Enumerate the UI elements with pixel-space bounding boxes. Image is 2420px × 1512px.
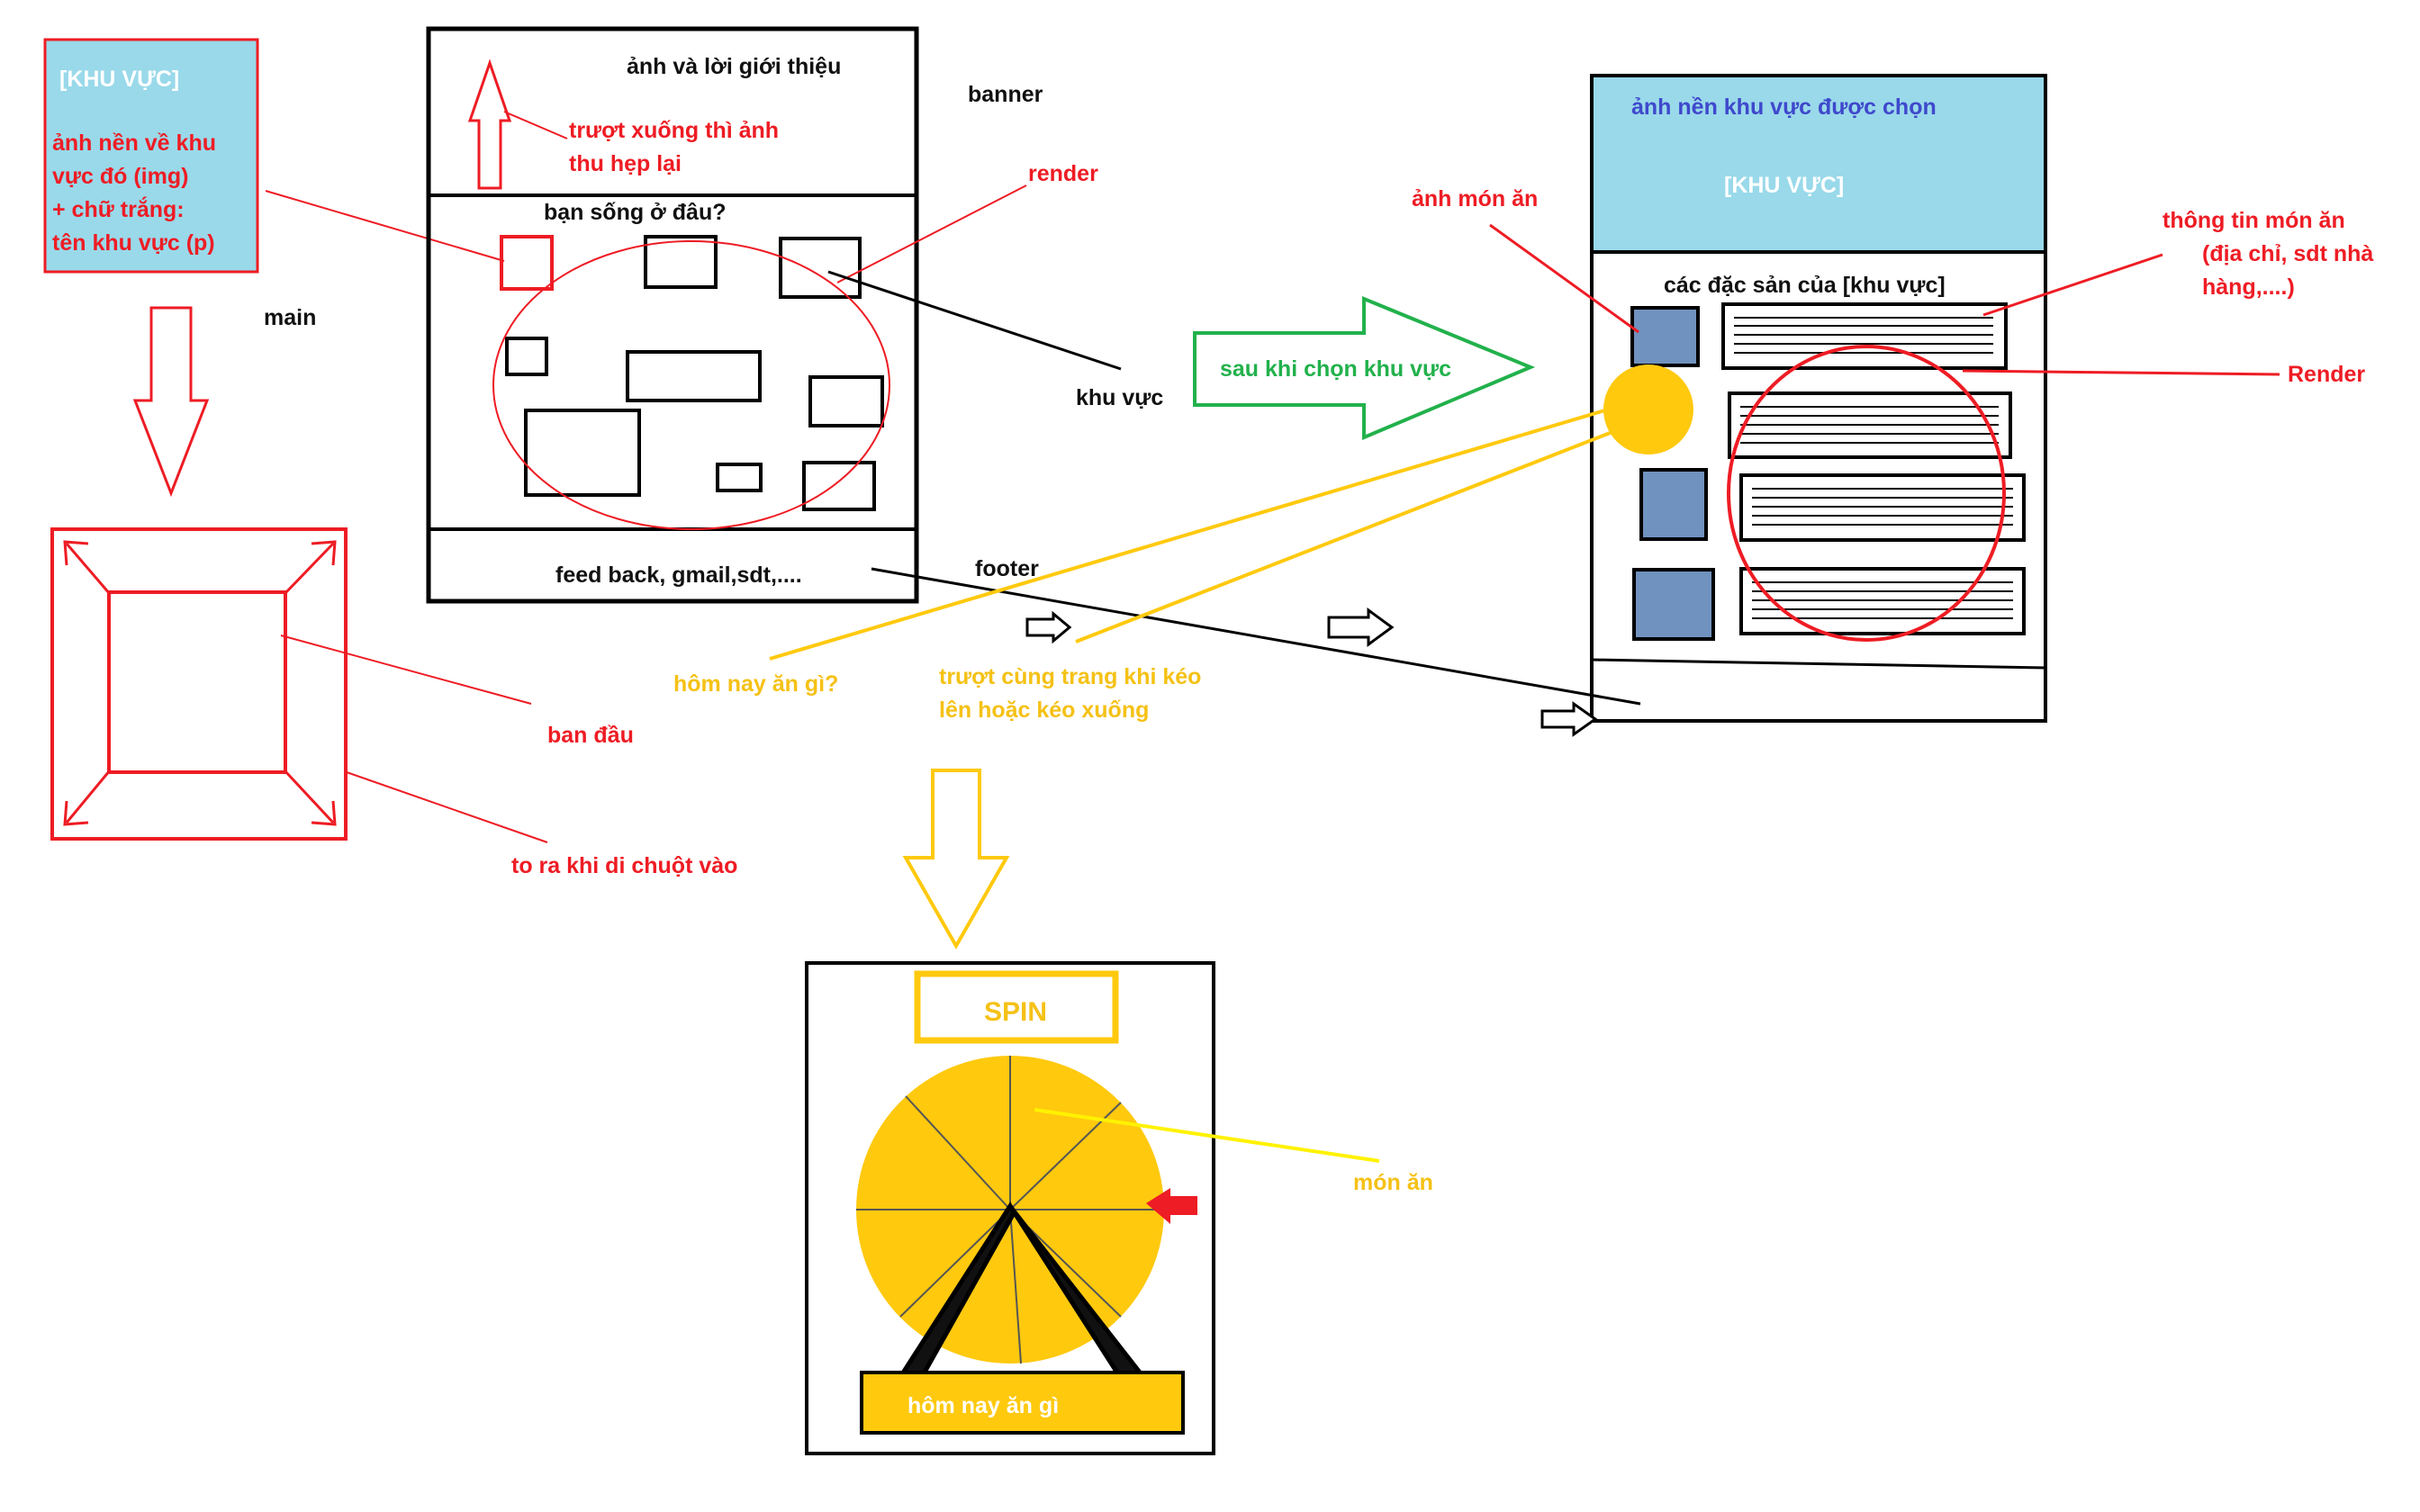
region-card-note: [KHU VỰC] ảnh nền về khu vực đó (img) + … xyxy=(43,38,259,274)
food-info-box xyxy=(1739,567,2026,635)
specialties-title: các đặc sản của [khu vực] xyxy=(1664,273,1946,298)
initial-connector xyxy=(280,634,532,705)
info-lines xyxy=(1734,317,1993,354)
region-box[interactable] xyxy=(505,337,548,376)
dish-connector xyxy=(1034,1108,1380,1163)
region-card-title: [KHU VỰC] xyxy=(59,67,179,92)
food-info-line1: thông tin món ăn xyxy=(2163,208,2345,233)
scroll-arrow-icon xyxy=(1025,610,1072,644)
render-ellipse xyxy=(492,240,890,530)
region-card-line3: + chữ trắng: xyxy=(52,195,185,222)
region-page-wireframe: ảnh nền khu vực được chọn [KHU VỰC] các … xyxy=(1590,74,2047,723)
spin-button[interactable] xyxy=(914,970,1119,1044)
spin-base-label: hôm nay ăn gì xyxy=(908,1393,1059,1418)
grow-connector xyxy=(346,771,548,843)
food-info-connector xyxy=(1982,253,2163,317)
note-connector xyxy=(265,190,505,262)
expand-arrow-br-icon xyxy=(283,769,335,824)
scroll-up-arrow-icon xyxy=(467,58,512,190)
floating-connector xyxy=(769,408,1609,661)
region-card-line1: ảnh nền về khu xyxy=(52,130,216,156)
scroll-note-connector xyxy=(503,111,568,140)
food-image-connector xyxy=(1489,223,1639,334)
floating-button[interactable] xyxy=(1603,364,1693,454)
expand-arrow-tl-icon xyxy=(65,543,112,595)
hover-inner-box xyxy=(107,590,287,774)
food-image xyxy=(1632,568,1715,641)
info-lines xyxy=(1740,406,1999,444)
food-image-label: ảnh món ăn xyxy=(1412,186,1538,212)
expand-arrow-tr-icon xyxy=(283,542,335,596)
food-info-box xyxy=(1728,392,2012,459)
food-info-line3: hàng,....) xyxy=(2202,274,2295,300)
floating-button-label: hôm nay ăn gì? xyxy=(673,671,838,697)
region-banner xyxy=(1592,76,2045,252)
section-title-where: bạn sống ở đâu? xyxy=(544,200,727,225)
home-page-wireframe: ảnh và lời giới thiệu trượt xuống thì ản… xyxy=(426,26,919,604)
region-box[interactable] xyxy=(524,409,641,497)
hover-grow-demo xyxy=(50,527,348,841)
region-render-connector xyxy=(1962,369,2280,376)
region-card-line2: vực đó (img) xyxy=(52,164,188,189)
food-info-box xyxy=(1739,473,2026,542)
food-info-box xyxy=(1721,302,2008,370)
hover-outer-box xyxy=(50,527,348,841)
region-connector xyxy=(827,270,1122,371)
spin-page-wireframe: SPIN hôm nay ăn gì xyxy=(805,961,1215,1455)
region-frame xyxy=(1590,74,2047,723)
wheel-pointer-icon xyxy=(1146,1188,1197,1224)
region-label: khu vực xyxy=(1076,385,1163,410)
info-lines xyxy=(1752,488,2013,526)
region-render-label: Render xyxy=(2288,362,2365,387)
scroll-note-line1: trượt xuống thì ảnh xyxy=(569,118,779,143)
banner-text: ảnh và lời giới thiệu xyxy=(627,54,841,79)
region-box-highlighted[interactable] xyxy=(500,235,554,291)
main-label: main xyxy=(264,305,316,330)
food-image xyxy=(1630,306,1700,367)
region-box[interactable] xyxy=(716,463,763,492)
initial-state-label: ban đầu xyxy=(547,723,634,748)
region-banner-line2: [KHU VỰC] xyxy=(1724,173,1844,198)
spin-button-label: SPIN xyxy=(984,997,1047,1027)
down-arrow-red-icon xyxy=(132,306,210,498)
scroll-arrow-icon xyxy=(1327,608,1395,647)
region-box[interactable] xyxy=(644,235,718,289)
footer-text: feed back, gmail,sdt,.... xyxy=(555,562,802,588)
expand-arrow-bl-icon xyxy=(65,770,112,824)
region-banner-line1: ảnh nền khu vực được chọn xyxy=(1631,94,1937,120)
food-info-line2: (địa chỉ, sdt nhà xyxy=(2202,241,2373,266)
food-image xyxy=(1639,468,1708,541)
home-frame xyxy=(426,26,919,604)
down-arrow-yellow-icon xyxy=(902,769,1010,950)
green-arrow-icon xyxy=(1193,296,1536,441)
transition-arrow: sau khi chọn khu vực xyxy=(1193,296,1536,441)
scroll-note-line2: thu hẹp lại xyxy=(569,151,682,176)
hover-grow-label: to ra khi di chuột vào xyxy=(511,853,737,878)
region-footer-divider xyxy=(1591,658,2046,670)
dish-label: món ăn xyxy=(1353,1170,1433,1195)
region-render-ellipse xyxy=(1727,345,2006,642)
transition-label: sau khi chọn khu vực xyxy=(1220,356,1451,382)
footer-label: footer xyxy=(975,556,1039,581)
region-card-note-box xyxy=(43,38,259,274)
region-card-line4: tên khu vực (p) xyxy=(52,230,215,256)
render-connector xyxy=(836,184,1027,284)
render-label: render xyxy=(1028,161,1098,186)
spin-frame xyxy=(805,961,1215,1455)
spin-base xyxy=(860,1371,1185,1435)
region-box[interactable] xyxy=(802,461,876,511)
region-box[interactable] xyxy=(808,375,884,428)
scroll-arrow-icon xyxy=(1540,701,1598,737)
sticky-note-line2: lên hoặc kéo xuống xyxy=(939,698,1149,723)
region-box[interactable] xyxy=(779,237,862,299)
sticky-note-line1: trượt cùng trang khi kéo xyxy=(939,664,1201,689)
region-box[interactable] xyxy=(626,350,762,402)
banner-label: banner xyxy=(968,82,1043,107)
floating-connector xyxy=(1075,428,1618,644)
